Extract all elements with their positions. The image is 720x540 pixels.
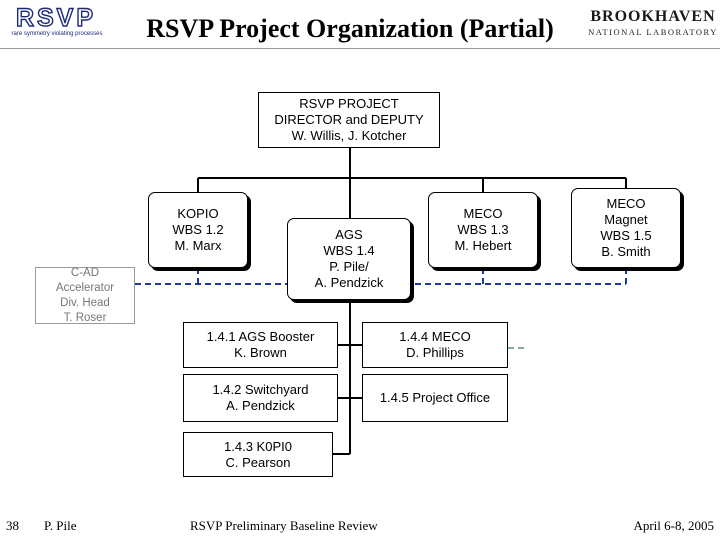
switchyard-label: 1.4.2 Switchyard A. Pendzick [212, 382, 309, 413]
kopio-label: KOPIO WBS 1.2 M. Marx [172, 206, 224, 253]
ags-booster-label: 1.4.1 AGS Booster K. Brown [206, 329, 315, 360]
project-office-label: 1.4.5 Project Office [379, 390, 491, 405]
switchyard-box: 1.4.2 Switchyard A. Pendzick [183, 374, 338, 422]
meco-box: MECO WBS 1.3 M. Hebert [428, 192, 538, 268]
kopio-box: KOPIO WBS 1.2 M. Marx [148, 192, 248, 268]
footer-event: RSVP Preliminary Baseline Review [190, 518, 378, 533]
rsvp-logo: RSVP rare symmetry violating processes [2, 3, 110, 42]
footer-author: P. Pile [44, 518, 77, 533]
k0pi0-box: 1.4.3 K0PI0 C. Pearson [183, 432, 333, 477]
brookhaven-logo: BROOKHAVEN NATIONAL LABORATORY [588, 8, 718, 46]
rsvp-logo-tagline: rare symmetry violating processes [11, 31, 103, 37]
page-number: 38 [6, 518, 19, 533]
meco-magnet-label: MECO Magnet WBS 1.5 B. Smith [600, 196, 652, 259]
cad-label: C-AD Accelerator Div. Head T. Roser [55, 266, 115, 324]
meco-sub-label: 1.4.4 MECO D. Phillips [399, 329, 471, 360]
ags-box: AGS WBS 1.4 P. Pile/ A. Pendzick [287, 218, 411, 300]
k0pi0-label: 1.4.3 K0PI0 C. Pearson [224, 438, 292, 470]
cad-box: C-AD Accelerator Div. Head T. Roser [35, 267, 135, 324]
project-office-box: 1.4.5 Project Office [362, 374, 508, 422]
rsvp-logo-text: RSVP [15, 3, 97, 32]
slide-title: RSVP Project Organization (Partial) [146, 14, 554, 43]
director-box: RSVP PROJECT DIRECTOR and DEPUTY W. Will… [258, 92, 440, 148]
ags-label: AGS WBS 1.4 P. Pile/ A. Pendzick [314, 227, 384, 290]
ags-booster-box: 1.4.1 AGS Booster K. Brown [183, 322, 338, 368]
header-divider [0, 48, 720, 49]
meco-sub-box: 1.4.4 MECO D. Phillips [362, 322, 508, 368]
director-label: RSVP PROJECT DIRECTOR and DEPUTY W. Will… [274, 96, 424, 143]
footer-date: April 6-8, 2005 [633, 518, 714, 533]
meco-magnet-box: MECO Magnet WBS 1.5 B. Smith [571, 188, 681, 268]
brookhaven-logo-name: BROOKHAVEN [590, 8, 716, 25]
brookhaven-logo-subtitle: NATIONAL LABORATORY [588, 27, 718, 37]
meco-label: MECO WBS 1.3 M. Hebert [454, 206, 512, 253]
